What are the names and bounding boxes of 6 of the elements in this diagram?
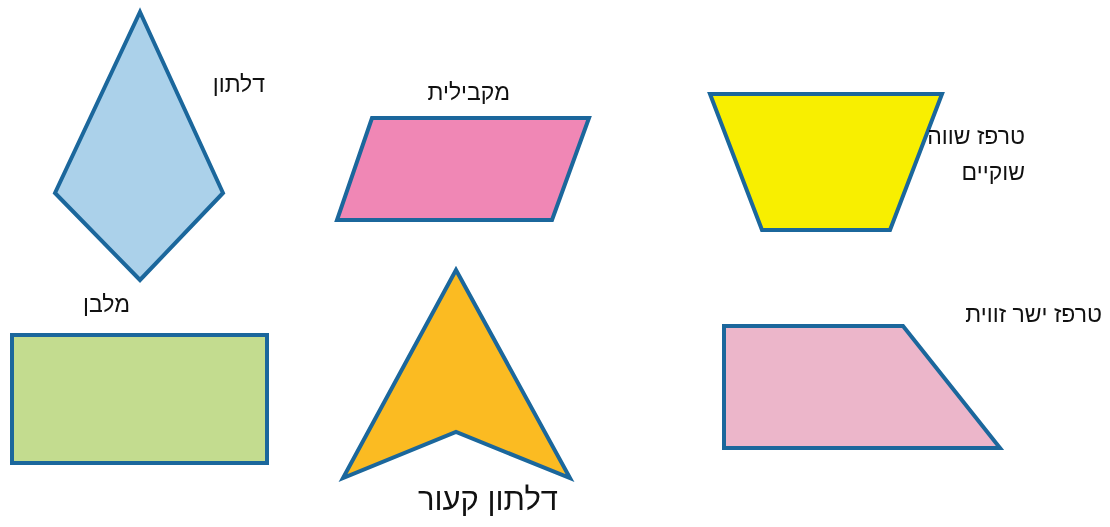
shape-label: דלתון קעור bbox=[416, 481, 558, 519]
shape-label: טרפז ישר זווית bbox=[964, 300, 1102, 329]
shape-label: טרפז שווה שוקיים bbox=[926, 122, 1025, 187]
shape-label: דלתון bbox=[211, 70, 265, 99]
shape-label: מלבן bbox=[81, 290, 130, 319]
shape-label: מקבילית bbox=[426, 78, 510, 107]
